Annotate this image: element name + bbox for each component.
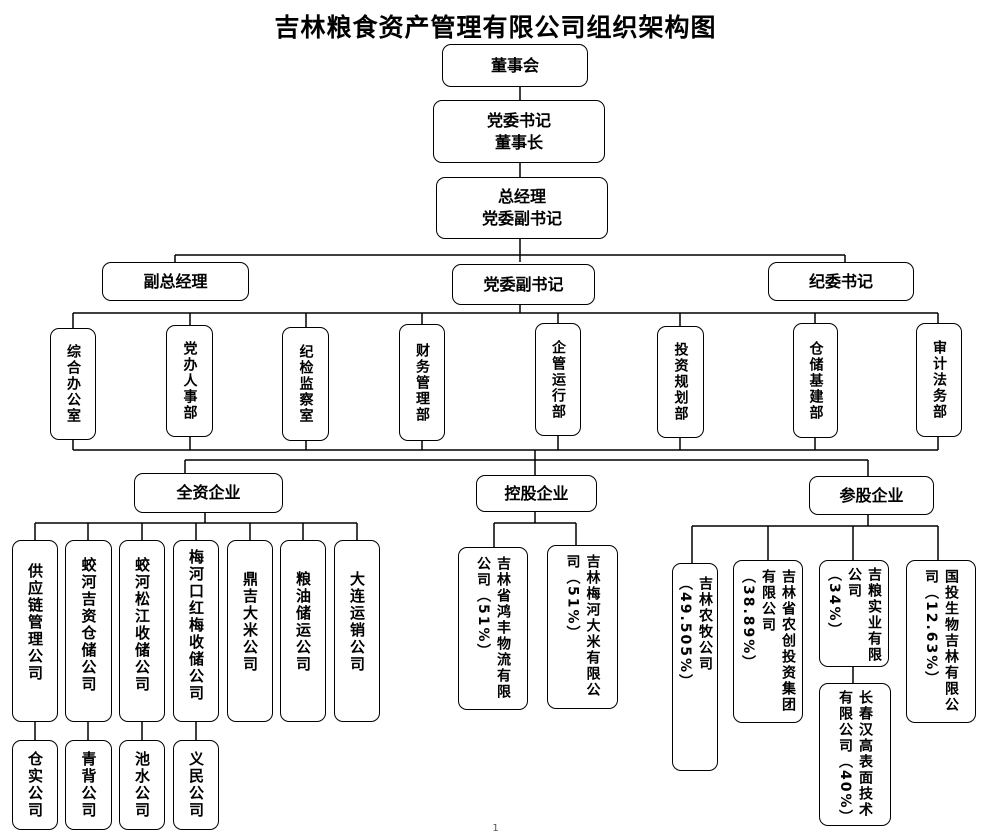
department-box: 综合办公室 bbox=[50, 328, 96, 440]
deputy-party-secretary-box: 党委副书记 bbox=[452, 264, 595, 305]
subsidiary-box: 义民公司 bbox=[173, 740, 219, 830]
department-label: 审计法务部 bbox=[931, 340, 947, 420]
deputy-party-secretary-label: 党委副书记 bbox=[481, 209, 562, 228]
equity-company-label: 吉林农牧公司（49.505%） bbox=[677, 576, 713, 691]
department-box: 投资规划部 bbox=[657, 326, 704, 438]
deputy-party-secretary-label-2: 党委副书记 bbox=[483, 274, 564, 294]
group-wholly-owned-box: 全资企业 bbox=[134, 473, 283, 513]
company-box: 梅河口红梅收储公司 bbox=[173, 540, 219, 722]
department-box: 审计法务部 bbox=[916, 323, 962, 437]
company-label: 粮油储运公司 bbox=[294, 571, 312, 673]
party-secretary-chairman-box: 党委书记 董事长 bbox=[433, 100, 605, 163]
company-box: 蛟河吉资仓储公司 bbox=[65, 540, 112, 722]
holding-company-label: 吉林梅河大米有限公司（51%） bbox=[564, 554, 601, 698]
department-box: 党办人事部 bbox=[166, 325, 213, 437]
equity-company-box: 吉林农牧公司（49.505%） bbox=[672, 563, 718, 771]
holding-company-box: 吉林省鸿丰物流有限公司（51%） bbox=[458, 547, 528, 710]
party-secretary-label: 党委书记 bbox=[486, 110, 551, 130]
group-label: 参股企业 bbox=[839, 485, 904, 505]
equity-company-label: 吉粮实业有限公司（34%） bbox=[826, 567, 882, 663]
department-label: 仓储基建部 bbox=[807, 340, 824, 421]
company-label: 蛟河吉资仓储公司 bbox=[79, 557, 98, 693]
subsidiary-label: 青背公司 bbox=[79, 751, 98, 819]
group-holding-box: 控股企业 bbox=[476, 475, 597, 512]
company-label: 蛟河松江收储公司 bbox=[133, 557, 151, 693]
discipline-secretary-box: 纪委书记 bbox=[768, 262, 914, 301]
equity-company-label: 长春汉高表面技术有限公司（40%） bbox=[837, 690, 873, 826]
department-label: 企管运行部 bbox=[550, 339, 566, 420]
department-box: 企管运行部 bbox=[535, 323, 581, 436]
company-box: 大连运销公司 bbox=[334, 540, 380, 722]
company-label: 梅河口红梅收储公司 bbox=[187, 549, 205, 702]
company-label: 大连运销公司 bbox=[348, 571, 366, 673]
company-label: 鼎吉大米公司 bbox=[241, 571, 259, 673]
board-box: 董事会 bbox=[442, 44, 588, 87]
holding-company-box: 吉林梅河大米有限公司（51%） bbox=[547, 545, 618, 709]
subsidiary-label: 义民公司 bbox=[187, 751, 205, 819]
department-label: 综合办公室 bbox=[65, 344, 81, 424]
department-label: 纪检监察室 bbox=[297, 344, 314, 424]
deputy-gm-label: 副总经理 bbox=[143, 271, 208, 291]
discipline-secretary-label: 纪委书记 bbox=[808, 271, 873, 291]
holding-company-label: 吉林省鸿丰物流有限公司（51%） bbox=[475, 556, 511, 700]
group-label: 全资企业 bbox=[176, 483, 241, 502]
subsidiary-label: 仓实公司 bbox=[26, 751, 44, 819]
equity-company-label: 吉林省农创投资集团有限公司（38.89%） bbox=[740, 569, 796, 713]
subsidiary-box: 仓实公司 bbox=[12, 740, 58, 830]
department-box: 纪检监察室 bbox=[282, 327, 329, 441]
board-label: 董事会 bbox=[490, 55, 539, 75]
equity-company-box: 吉林省农创投资集团有限公司（38.89%） bbox=[733, 560, 803, 723]
equity-subsidiary-box: 长春汉高表面技术有限公司（40%） bbox=[819, 683, 891, 826]
department-label: 财务管理部 bbox=[414, 342, 430, 423]
general-manager-label: 总经理 bbox=[497, 187, 546, 206]
page-number: 1 bbox=[492, 823, 499, 834]
company-box: 蛟河松江收储公司 bbox=[119, 540, 165, 722]
company-box: 供应链管理公司 bbox=[12, 540, 58, 722]
chart-title: 吉林粮食资产管理有限公司组织架构图 bbox=[274, 13, 717, 42]
subsidiary-label: 池水公司 bbox=[133, 751, 151, 819]
chairman-label: 董事长 bbox=[494, 132, 543, 152]
equity-company-box: 吉粮实业有限公司（34%） bbox=[819, 560, 889, 667]
company-label: 供应链管理公司 bbox=[26, 563, 44, 682]
company-box: 鼎吉大米公司 bbox=[227, 540, 273, 722]
deputy-gm-box: 副总经理 bbox=[102, 262, 249, 301]
equity-company-box: 国投生物吉林有限公司（12.63%） bbox=[906, 560, 976, 723]
department-box: 财务管理部 bbox=[399, 324, 445, 441]
equity-company-label: 国投生物吉林有限公司（12.63%） bbox=[923, 569, 959, 713]
subsidiary-box: 青背公司 bbox=[65, 740, 112, 830]
general-manager-box: 总经理 党委副书记 bbox=[436, 177, 608, 239]
group-equity-box: 参股企业 bbox=[809, 476, 934, 515]
department-label: 党办人事部 bbox=[181, 341, 198, 421]
department-label: 投资规划部 bbox=[672, 342, 689, 422]
subsidiary-box: 池水公司 bbox=[119, 740, 165, 830]
company-box: 粮油储运公司 bbox=[280, 540, 326, 722]
group-label: 控股企业 bbox=[504, 483, 569, 503]
department-box: 仓储基建部 bbox=[793, 323, 838, 438]
